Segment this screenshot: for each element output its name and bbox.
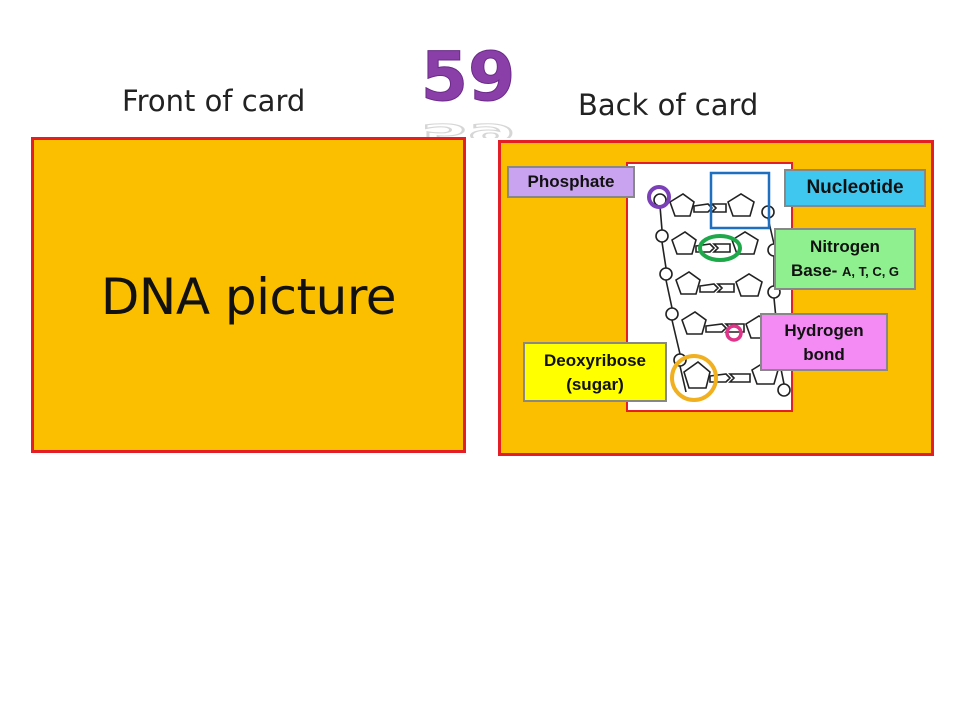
sugar-pentagon — [735, 273, 763, 297]
phosphate-highlight — [647, 185, 671, 209]
sugar-pentagon — [727, 193, 755, 217]
sugar-pentagon — [675, 271, 701, 295]
slide-number: 59 59 — [425, 38, 515, 139]
phosphate-circle — [777, 383, 791, 397]
dna-ladder-drawing — [647, 171, 791, 402]
front-card: DNA picture — [31, 137, 466, 453]
slide-number-shadow: 59 — [425, 118, 515, 138]
hydrogen-bond-line2: bond — [803, 345, 845, 364]
sugar-pentagon — [669, 193, 695, 217]
base-pair — [695, 243, 731, 253]
hydrogen-bond-highlight — [725, 324, 743, 342]
nitrogen-base-line1: Nitrogen — [810, 237, 880, 256]
nitrogen-base-highlight — [698, 234, 742, 262]
sugar-pentagon — [681, 311, 707, 335]
hydrogen-bond-line1: Hydrogen — [784, 321, 864, 340]
slide-number-text: 59 — [425, 38, 515, 117]
nucleotide-label: Nucleotide — [784, 169, 926, 207]
phosphate-label: Phosphate — [507, 166, 635, 198]
nitrogen-base-prefix: Base- — [790, 261, 838, 280]
sugar-pentagon — [731, 231, 759, 255]
deoxyribose-line1: Deoxyribose — [543, 351, 647, 370]
base-pair — [709, 373, 751, 383]
front-card-content: DNA picture — [100, 268, 397, 326]
sugar-pentagon — [683, 360, 711, 389]
phosphate-circle — [655, 229, 669, 243]
nitrogen-base-line2: Base- A, T, C, G — [776, 259, 914, 284]
base-pair — [699, 283, 735, 293]
front-card-label: Front of card — [122, 84, 306, 118]
sugar-highlight — [670, 354, 718, 402]
deoxyribose-line2: (sugar) — [566, 375, 624, 394]
nitrogen-base-label: Nitrogen Base- A, T, C, G — [774, 228, 916, 290]
hydrogen-bond-label: Hydrogen bond — [760, 313, 888, 371]
phosphate-circle — [659, 267, 673, 281]
sugar-pentagon — [671, 231, 697, 255]
nucleotide-highlight — [709, 171, 771, 230]
back-card-label: Back of card — [578, 88, 759, 122]
deoxyribose-label: Deoxyribose (sugar) — [523, 342, 667, 402]
phosphate-circle — [665, 307, 679, 321]
nitrogen-base-list: A, T, C, G — [841, 264, 900, 279]
